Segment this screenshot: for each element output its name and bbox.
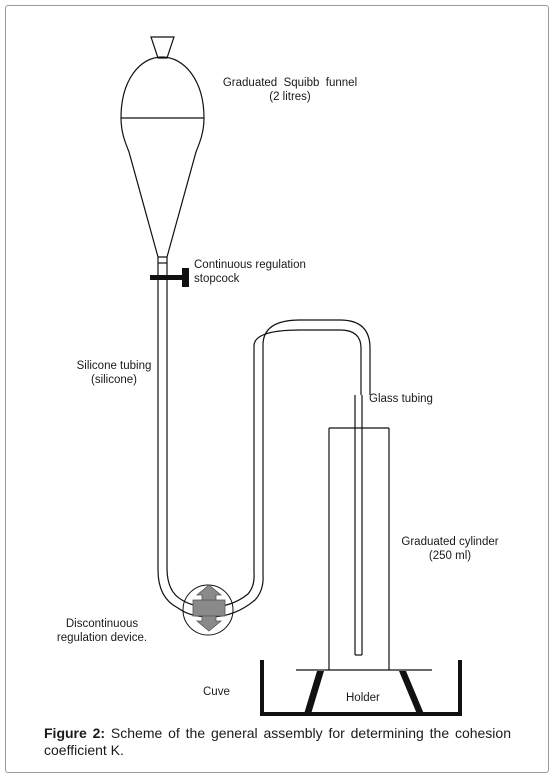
stopcock-label-line2: stopcock (194, 273, 240, 285)
device-label-line2: regulation device. (56, 632, 148, 644)
figure-caption: Figure 2: Scheme of the general assembly… (44, 725, 511, 759)
funnel-stopper (150, 36, 175, 59)
stopcock-label: Continuous regulation stopcock (194, 258, 306, 286)
funnel-body (120, 56, 205, 258)
caption-prefix: Figure 2: (44, 725, 106, 741)
silicone-tubing (157, 296, 371, 618)
funnel-label-line1: Graduated Squibb funnel (222, 77, 358, 89)
holder-label: Holder (346, 692, 380, 704)
cuve-label: Cuve (203, 686, 230, 698)
holder (304, 671, 424, 714)
tubing-inner (166, 296, 362, 608)
regulation-device (182, 584, 234, 636)
glass-tubing-label: Glass tubing (369, 393, 433, 405)
stopcock-label-line1: Continuous regulation (194, 259, 306, 271)
funnel-label-line2: (2 litres) (269, 91, 311, 103)
squibb-funnel (120, 36, 205, 258)
silicone-label-line2: (silicone) (90, 374, 137, 386)
device-label: Discontinuous regulation device. (44, 617, 160, 645)
device-label-line1: Discontinuous (65, 618, 139, 630)
caption-text: Scheme of the general assembly for deter… (44, 725, 511, 758)
silicone-label: Silicone tubing (silicone) (66, 359, 162, 387)
silicone-label-line1: Silicone tubing (76, 360, 152, 372)
glass-tubing (354, 395, 363, 656)
stopcock (150, 268, 189, 287)
tubing-outer (157, 296, 371, 618)
cuve (260, 660, 462, 716)
cylinder-label-line1: Graduated cylinder (401, 536, 499, 548)
graduated-cylinder (296, 427, 432, 671)
funnel-label: Graduated Squibb funnel (2 litres) (215, 76, 365, 104)
figure-frame (5, 5, 549, 773)
cylinder-label-line2: (250 ml) (428, 550, 472, 562)
cylinder-label: Graduated cylinder (250 ml) (392, 535, 508, 563)
